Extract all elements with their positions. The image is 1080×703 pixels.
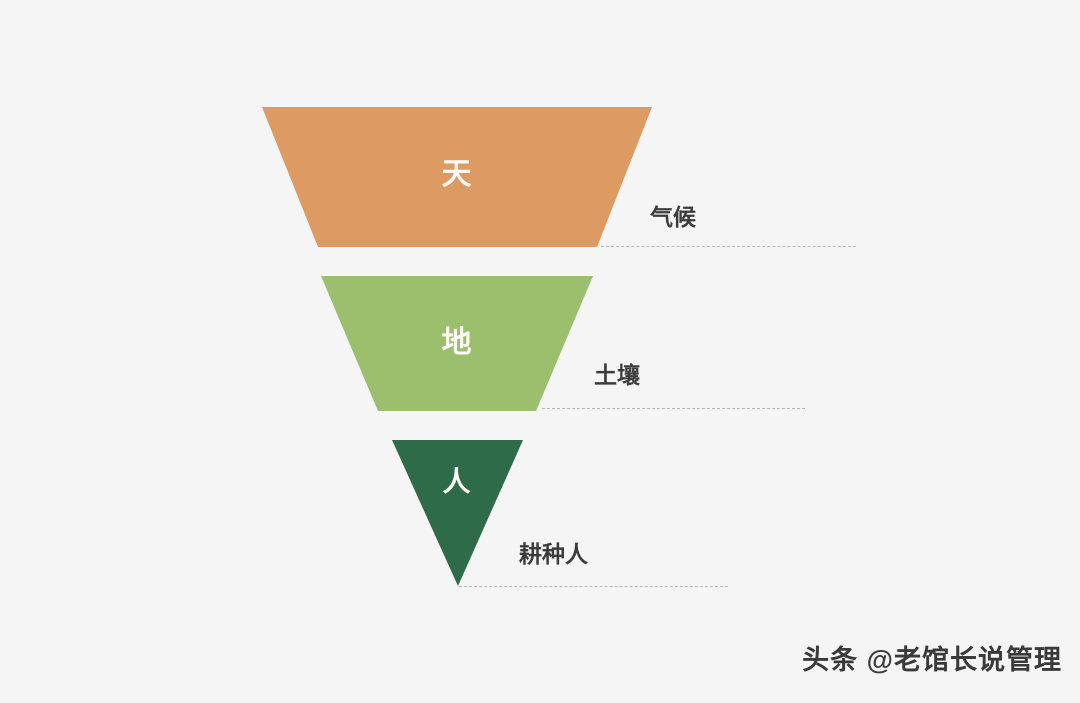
callout-label-soil: 土壤 [594, 362, 640, 388]
funnel-segment-earth [321, 276, 593, 411]
callout-label-farmer: 耕种人 [519, 541, 588, 567]
funnel-segment-label-sky: 天 [441, 158, 473, 191]
leader-line-climate [601, 246, 856, 247]
leader-line-soil [542, 408, 805, 409]
watermark-text: 头条 @老馆长说管理 [802, 645, 1062, 675]
funnel-segment-label-earth: 地 [441, 326, 473, 359]
funnel-segment-person [392, 440, 523, 586]
leader-line-farmer [459, 586, 728, 587]
funnel-segment-label-person: 人 [442, 466, 472, 497]
callout-label-climate: 气候 [650, 204, 696, 230]
funnel-segment-sky [262, 107, 652, 247]
